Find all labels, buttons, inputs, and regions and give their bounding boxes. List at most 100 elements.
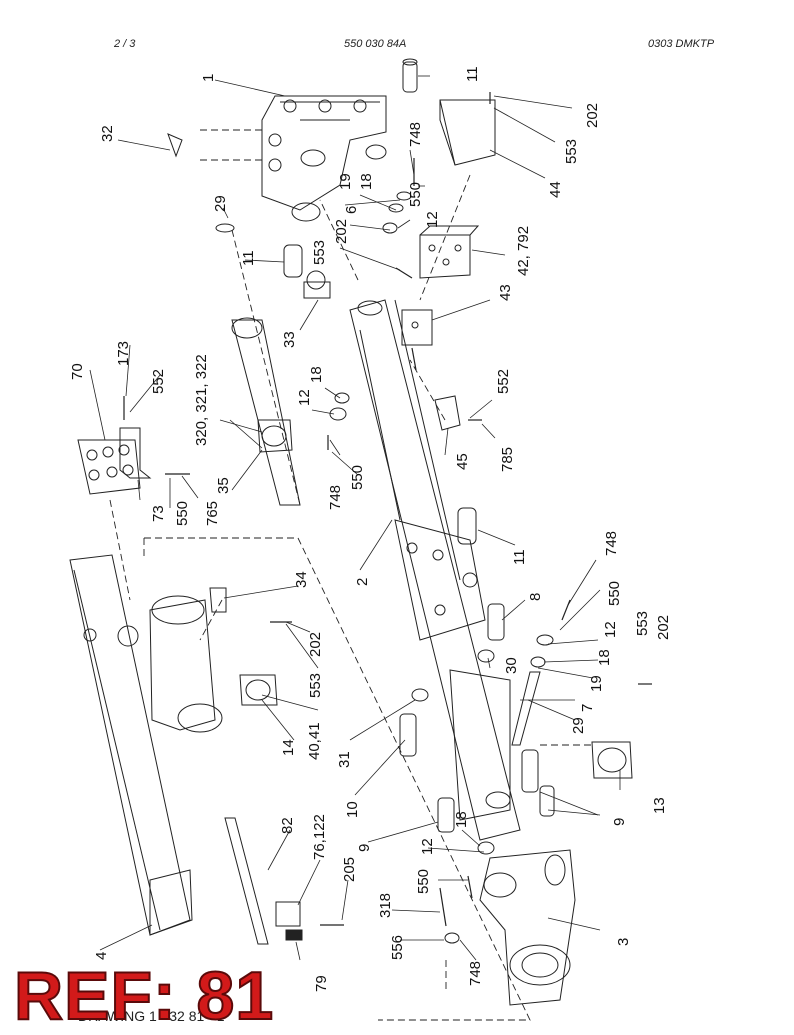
label-205: 205 — [341, 857, 358, 882]
label-45: 45 — [454, 453, 471, 470]
part-2-main-arm — [349, 299, 521, 841]
label-19-top: 19 — [337, 173, 354, 190]
label-18-bottom: 18 — [453, 811, 470, 828]
label-82: 82 — [279, 817, 296, 834]
label-33: 33 — [281, 331, 298, 348]
part-8-pin — [487, 603, 505, 641]
label-34: 34 — [293, 571, 310, 588]
washers — [167, 133, 554, 944]
label-553-top: 553 — [563, 139, 580, 164]
label-29-top: 29 — [212, 195, 229, 212]
label-550-mid: 550 — [349, 465, 366, 490]
label-18-mid: 18 — [308, 366, 325, 383]
hydraulic-cylinder — [231, 317, 301, 506]
part-79-reflector — [285, 929, 303, 941]
label-202-left: 202 — [307, 632, 324, 657]
label-552-right: 552 — [495, 369, 512, 394]
part-34-bracket — [209, 587, 227, 613]
label-14: 14 — [280, 739, 297, 756]
label-550-left: 550 — [174, 501, 191, 526]
part-4-frame — [69, 554, 193, 936]
label-32: 32 — [99, 125, 116, 142]
part-42-valve-block — [419, 225, 480, 279]
label-11-mid: 11 — [240, 250, 257, 266]
label-318: 318 — [377, 893, 394, 918]
part-9-pin-b — [539, 785, 555, 817]
label-4: 4 — [93, 952, 110, 960]
part-11-pin-top — [402, 58, 418, 93]
label-43: 43 — [497, 284, 514, 301]
label-70: 70 — [69, 363, 86, 380]
label-12-right: 12 — [602, 621, 619, 638]
label-202-top: 202 — [584, 103, 601, 128]
label-748-bottom: 748 — [467, 961, 484, 986]
label-76-122: 76,122 — [311, 814, 328, 860]
label-748-right: 748 — [603, 531, 620, 556]
part-9-pin-a — [521, 749, 539, 793]
part-11-pin-right — [457, 507, 477, 545]
label-785: 785 — [499, 447, 516, 472]
label-2: 2 — [354, 578, 371, 586]
label-553-right: 553 — [634, 611, 651, 636]
label-6: 6 — [343, 206, 360, 214]
label-35: 35 — [215, 477, 232, 494]
label-202-right: 202 — [655, 615, 672, 640]
label-12-bottom: 12 — [419, 838, 436, 855]
part-33-clamp — [303, 270, 331, 299]
part-30-bush — [477, 649, 495, 663]
label-19-right: 19 — [588, 675, 605, 692]
label-12-top: 12 — [424, 211, 441, 228]
part-35-clamp — [257, 419, 293, 453]
label-18-right: 18 — [596, 649, 613, 666]
part-43-plate — [401, 309, 433, 346]
label-550-bottom: 550 — [415, 869, 432, 894]
label-202-mid: 202 — [333, 219, 350, 244]
page-number: 2 / 3 — [114, 38, 136, 50]
label-40-41: 40,41 — [306, 722, 323, 760]
document-number: 550 030 84A — [344, 38, 407, 50]
ref-stamp: REF: 81 — [13, 958, 275, 1034]
part-70-valve-bank — [77, 439, 141, 495]
label-44: 44 — [547, 181, 564, 198]
label-29-right: 29 — [570, 717, 587, 734]
part-44-cover-plate — [439, 99, 496, 166]
label-320-321-322: 320, 321, 322 — [193, 354, 210, 446]
label-556: 556 — [389, 935, 406, 960]
part-14-clamp — [239, 674, 278, 706]
label-550-top: 550 — [407, 182, 424, 207]
part-73-bracket — [119, 427, 152, 479]
label-553-left: 553 — [307, 673, 324, 698]
part-11-pin-mid — [283, 244, 303, 278]
label-7: 7 — [579, 704, 596, 712]
drawing-reference: DRAWING 1 - 32 81 - 1 — [78, 1008, 225, 1024]
label-550-right: 550 — [606, 581, 623, 606]
label-30: 30 — [503, 657, 520, 674]
label-10: 10 — [344, 801, 361, 818]
part-9-pin-c — [437, 797, 455, 833]
label-553-mid: 553 — [311, 240, 328, 265]
label-748-top: 748 — [407, 122, 424, 147]
part-10-pin — [399, 713, 417, 757]
label-173: 173 — [115, 341, 132, 366]
label-1: 1 — [200, 74, 217, 82]
part-7-rod — [511, 671, 541, 746]
label-3: 3 — [615, 938, 632, 946]
part-3-knuckle — [479, 849, 576, 1006]
part-76-bracket — [275, 901, 301, 927]
part-31-bush — [411, 688, 429, 702]
label-12-mid: 12 — [296, 389, 313, 406]
label-765: 765 — [204, 501, 221, 526]
leader-lines — [89, 75, 648, 961]
label-11-top: 11 — [464, 66, 481, 82]
label-11-right: 11 — [511, 549, 528, 565]
label-748-mid: 748 — [327, 485, 344, 510]
bolts — [123, 92, 652, 927]
label-13: 13 — [651, 797, 668, 814]
label-9-left: 9 — [356, 844, 373, 852]
label-18-top: 18 — [358, 173, 375, 190]
label-73: 73 — [150, 505, 167, 522]
label-8: 8 — [527, 593, 544, 601]
part-82-strap — [224, 817, 269, 945]
part-1-upper-bracket — [261, 95, 387, 222]
